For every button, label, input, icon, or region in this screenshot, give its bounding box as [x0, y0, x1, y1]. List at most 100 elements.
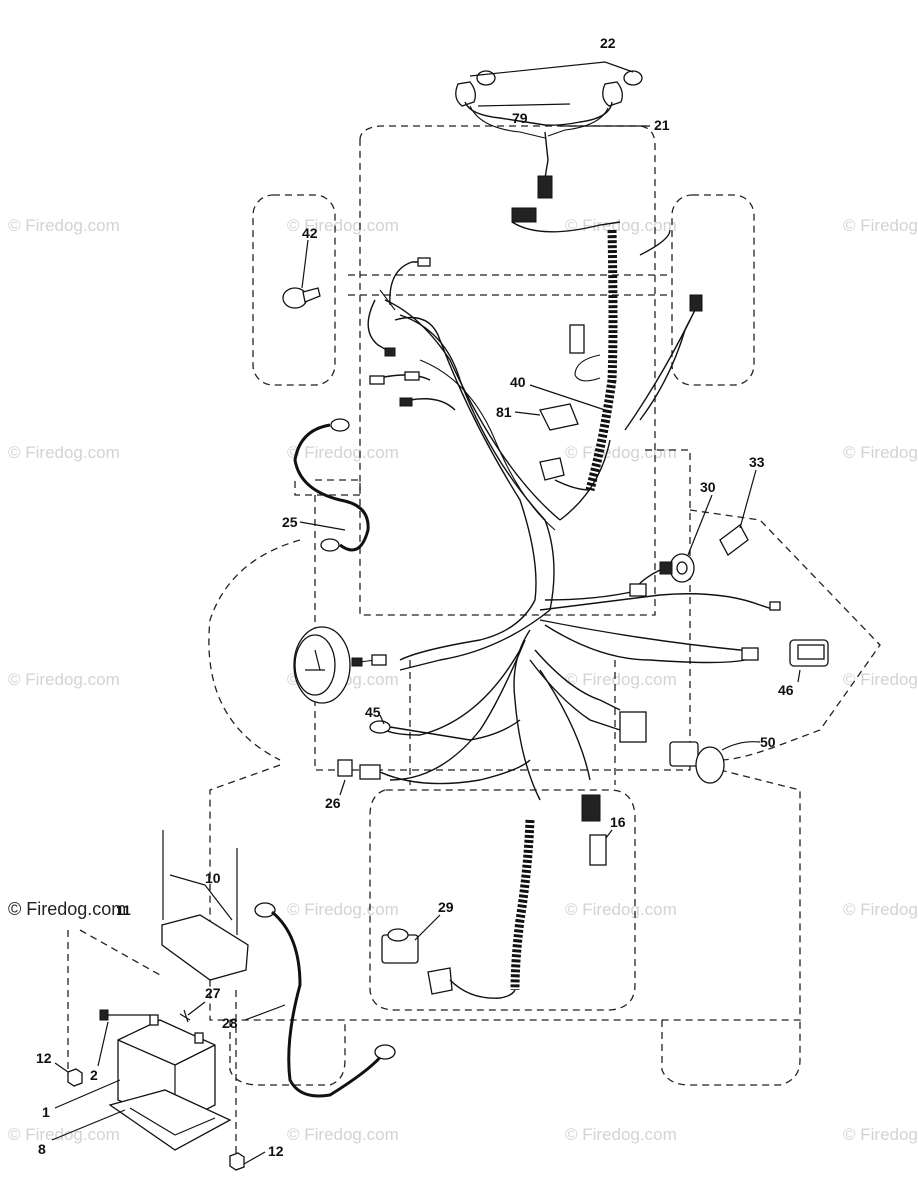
- leader-45: [379, 714, 385, 725]
- harness-wire: [419, 359, 556, 531]
- hour-meter-face: [294, 634, 336, 696]
- headlight-wire: [547, 107, 609, 137]
- front-axle-outline: [348, 274, 670, 296]
- leader-25: [299, 521, 346, 531]
- harness-wire: [624, 319, 691, 431]
- watermark: © Firedog.com: [287, 443, 399, 462]
- connector: [741, 647, 759, 661]
- headlight-wire: [469, 105, 546, 139]
- ground-cable: 25: [282, 418, 370, 552]
- leader-26: [339, 779, 346, 796]
- harness-wire: [639, 229, 671, 256]
- left-headlight-socket: [455, 81, 476, 107]
- callout-79: 79: [512, 110, 528, 126]
- hold-down-bracket: [161, 914, 249, 981]
- callout-40: 40: [510, 374, 526, 390]
- watermark: © Firedog.com: [287, 1125, 399, 1144]
- harness-wire: [534, 649, 621, 711]
- switch-16: [589, 834, 607, 866]
- harness-wire: [544, 589, 641, 601]
- callout-27: 27: [205, 985, 221, 1001]
- ground-cable-lug: [330, 418, 350, 432]
- callout-12a: 12: [36, 1050, 52, 1066]
- pto-knob-cap: [695, 746, 725, 784]
- seat-outline: [369, 789, 636, 1011]
- hood-outline: [359, 125, 656, 616]
- battery-cable-lug: [254, 902, 276, 918]
- callout-50: 50: [760, 734, 776, 750]
- deck-left-arc: [208, 539, 301, 761]
- tunnel-outline: [409, 660, 616, 785]
- watermark: © Firedog.com: [565, 216, 677, 235]
- battery-assembly: 27 2 12 12 1 8: [36, 985, 284, 1171]
- harness-wire: [389, 261, 420, 306]
- battery-cable-lug: [374, 1044, 396, 1060]
- watermark: © Firedog.com: [287, 216, 399, 235]
- spiral-wrap-front: [585, 229, 618, 492]
- callout-11: 11: [116, 902, 131, 918]
- connector: [581, 794, 601, 822]
- terminal: [417, 257, 431, 267]
- solenoid-cap: [387, 928, 409, 942]
- terminal: [371, 654, 387, 666]
- leader-22: [469, 61, 634, 77]
- leader-79: [477, 103, 571, 107]
- harness-wire: [639, 299, 701, 421]
- callout-2: 2: [90, 1067, 98, 1083]
- nut-12-left: [67, 1068, 83, 1087]
- callout-30: 30: [700, 479, 716, 495]
- leader-16: [605, 829, 613, 839]
- watermark: © Firedog.com: [8, 216, 120, 235]
- harness-wire: [409, 398, 456, 411]
- right-connector: [689, 294, 703, 312]
- relay-body: [539, 403, 579, 431]
- watermark: © Firedog.com: [565, 1125, 677, 1144]
- battery-hold-down: 10 11: [67, 830, 249, 1165]
- watermark: © Firedog.com: [565, 900, 677, 919]
- rear-body-outline: [209, 764, 801, 1021]
- terminal: [399, 397, 413, 407]
- harness-wire: [367, 299, 391, 353]
- right-headlight-socket: [602, 81, 623, 107]
- relay: 81: [496, 403, 579, 481]
- switch-plug: [569, 324, 585, 354]
- harness-wire: [384, 299, 561, 521]
- callout-16: 16: [610, 814, 626, 830]
- pto-knob-base: [669, 741, 699, 767]
- rear-connectors: 16: [581, 711, 647, 866]
- harness-wire: [544, 624, 746, 664]
- battery-cable-wire: [271, 910, 384, 1098]
- bracket-outline: [294, 479, 361, 496]
- pto-switch: 33: [719, 454, 765, 556]
- leader-46: [797, 669, 801, 683]
- right-headlight-bulb: [623, 70, 643, 86]
- battery-tray-rim: [129, 1107, 216, 1136]
- terminal: [404, 371, 420, 381]
- leader-33: [739, 469, 757, 529]
- leader-8: [51, 1109, 126, 1141]
- harness-wire: [394, 316, 537, 601]
- headlight-harness: [464, 101, 613, 126]
- harness-wire: [554, 479, 591, 491]
- watermark: © Firedog.com: [843, 443, 918, 462]
- watermark: © Firedog.com: [565, 443, 677, 462]
- terminal: [384, 347, 396, 357]
- leader-30: [687, 494, 713, 556]
- harness-wire: [399, 609, 551, 671]
- spiral-wrap: 40: [510, 229, 618, 991]
- solenoid-wire: [449, 979, 516, 999]
- leader-81: [514, 411, 541, 416]
- rear-right-wheel: [661, 1020, 801, 1086]
- front-connector: [511, 207, 537, 223]
- callout-46: 46: [778, 682, 794, 698]
- watermark: © Firedog.com: [8, 899, 126, 919]
- leader-29: [414, 914, 441, 941]
- spiral-wrap-rear: [510, 819, 535, 991]
- harness-wire: [574, 354, 601, 382]
- watermarks: © Firedog.com © Firedog.com © Firedog.co…: [8, 216, 918, 1144]
- leader-42: [301, 239, 309, 289]
- hour-meter-lead: [389, 719, 521, 741]
- leader-40: [529, 384, 606, 411]
- callout-26: 26: [325, 795, 341, 811]
- hold-down-rods: [162, 830, 238, 935]
